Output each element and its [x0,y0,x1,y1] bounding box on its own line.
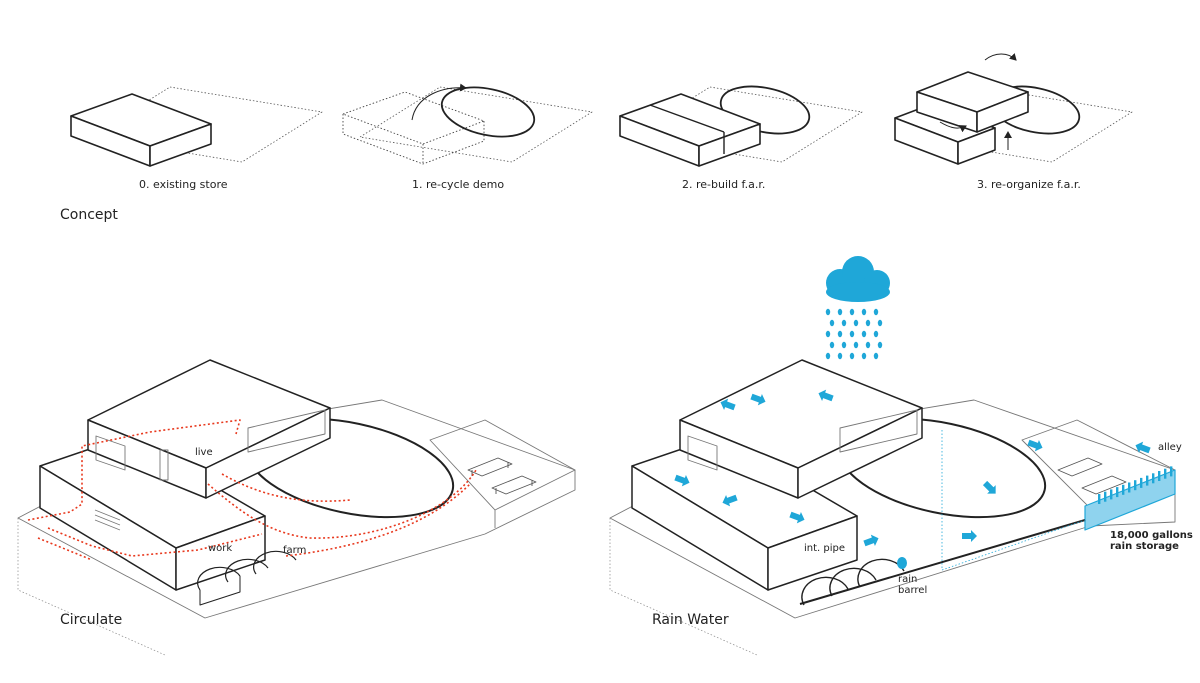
raindrop [853,319,859,327]
raindrop [861,308,867,316]
raindrop [849,308,855,316]
storage-inflow-mark [1098,494,1101,504]
concept-caption-3: 3. re-organize f.a.r. [977,178,1081,191]
raindrop [865,319,871,327]
concept-caption-0: 0. existing store [139,178,228,191]
raindrop [865,341,871,349]
raindrop [829,319,835,327]
rain-water-section-title: Rain Water [652,612,729,628]
water-flow-arrows [674,389,1151,547]
circulation-paths [27,419,477,561]
raindrop [861,330,867,338]
storage-inflow-mark [1134,480,1137,491]
raindrop [873,352,879,360]
raindrop [877,341,883,349]
raindrop [849,330,855,338]
raindrop [825,352,831,360]
raindrop [841,341,847,349]
circulate-label-farm: farm [283,545,307,556]
storage-inflow-mark [1146,475,1149,486]
storage-inflow-mark [1128,482,1131,493]
rain-label-alley: alley [1158,442,1182,453]
storage-inflow-mark [1104,491,1107,502]
raindrop [825,308,831,316]
storage-inflow-mark [1170,466,1173,477]
raindrop [849,352,855,360]
storage-inflow-mark [1140,477,1143,488]
flow-arrow-icon [818,389,834,402]
circulate-label-work: work [208,543,233,554]
rain-cloud-icon [826,256,890,302]
storage-inflow-mark [1152,473,1155,484]
raindrop [829,341,835,349]
concept-step-3-diagram [894,52,1133,165]
concept-section-title: Concept [60,207,118,223]
flow-arrow-icon [789,511,805,524]
raindrops-icon [825,308,883,360]
rain-label-barrel-line1: rain [898,574,918,585]
concept-step-1-diagram [342,83,593,165]
raindrop [877,319,883,327]
raindrop [861,352,867,360]
rain-label-barrel-line2: barrel [898,585,928,596]
storage-inflow-mark [1164,468,1167,479]
storage-inflow-icon [1098,466,1173,504]
raindrop [873,308,879,316]
raindrop [837,330,843,338]
circulate-section-title: Circulate [60,612,123,628]
flow-arrow-icon [982,480,996,494]
flow-arrow-icon [720,398,736,411]
flow-arrow-icon [1027,439,1043,452]
concept-caption-1: 1. re-cycle demo [412,178,505,191]
raindrop [825,330,831,338]
raindrop [853,341,859,349]
concept-step-2-diagram [619,85,863,167]
raindrop [873,330,879,338]
raindrop [837,308,843,316]
rain-label-storage-line1: 18,000 gallons [1110,530,1193,541]
rain-water-diagram [609,359,1176,656]
raindrop [841,319,847,327]
flow-arrow-icon [674,474,690,487]
flow-arrow-icon [750,393,766,406]
circulate-label-live: live [195,447,213,458]
rain-label-storage-line2: rain storage [1110,541,1179,552]
flow-arrow-icon [863,534,879,547]
concept-caption-2: 2. re-build f.a.r. [682,178,766,191]
storage-inflow-mark [1116,487,1119,498]
flow-arrow-icon [722,494,738,507]
circulate-diagram [17,359,576,656]
concept-step-0-diagram [70,86,323,167]
storage-inflow-mark [1158,471,1161,481]
storage-inflow-mark [1122,484,1125,495]
rain-barrel-icon [897,557,907,569]
rain-label-int-pipe: int. pipe [804,543,846,554]
flow-arrow-icon [962,530,977,542]
raindrop [837,352,843,360]
flow-arrow-icon [1135,441,1151,454]
storage-inflow-mark [1110,489,1113,500]
